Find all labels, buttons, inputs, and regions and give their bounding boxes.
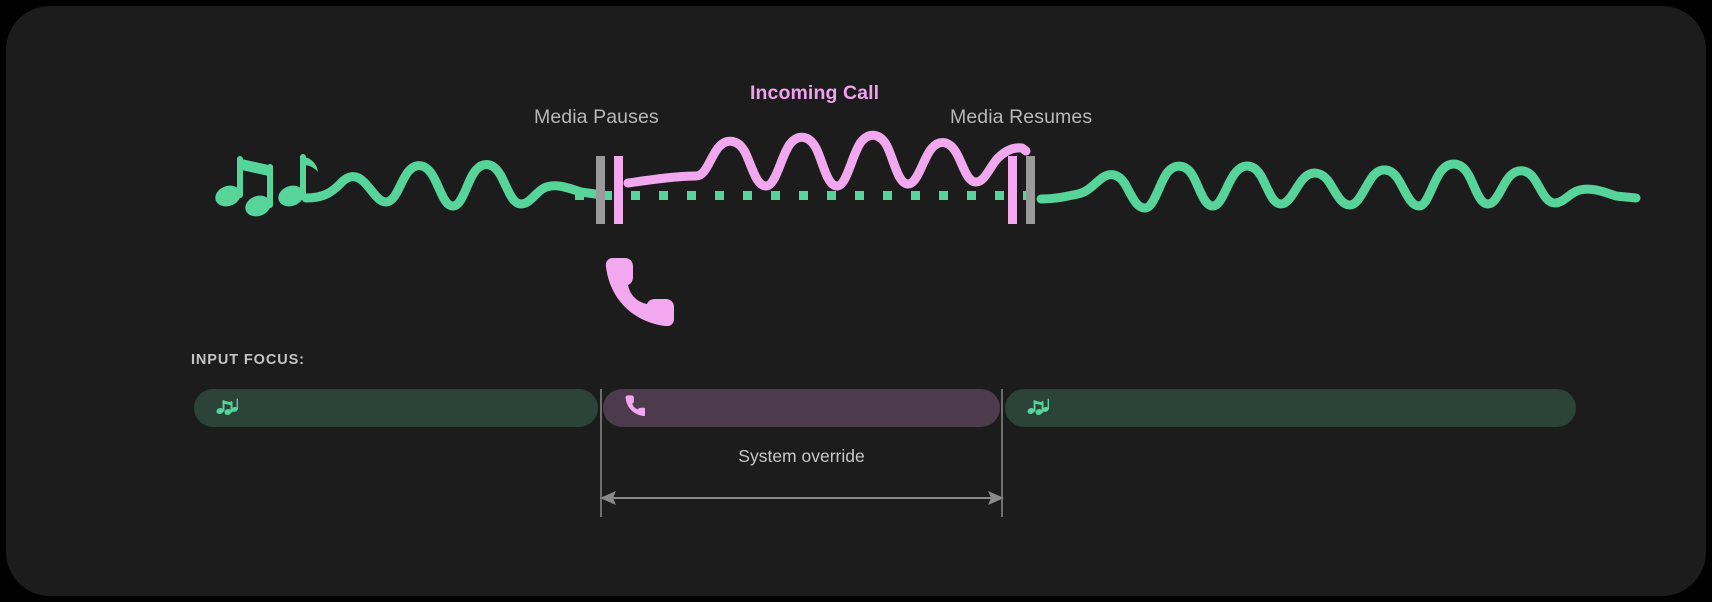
music-notes-icon	[1027, 396, 1050, 420]
call-waveform	[623, 130, 1031, 191]
focus-bar-media-left[interactable]	[194, 389, 598, 427]
media-resumes-label: Media Resumes	[950, 106, 1093, 128]
incoming-call-label: Incoming Call	[750, 82, 880, 104]
media-suspended-dotted-line	[575, 191, 1032, 200]
pause-bar-pink	[614, 156, 623, 224]
system-override-label: System override	[738, 446, 865, 466]
phone-handset-icon	[605, 258, 674, 326]
phone-handset-icon	[625, 395, 647, 421]
double-headed-arrow-icon	[600, 491, 1004, 505]
waveform-timeline: Media Pauses Incoming Call Media Resumes	[6, 6, 1706, 326]
resume-bar-gray	[1026, 156, 1035, 224]
resume-bar-pink	[1008, 156, 1017, 224]
override-guide-line-left	[600, 389, 602, 517]
media-waveform-before	[301, 160, 607, 211]
timeline-graphic	[215, 130, 1641, 326]
music-notes-icon	[215, 154, 318, 217]
focus-bar-call[interactable]	[603, 389, 1000, 427]
media-waveform-after	[1036, 159, 1641, 213]
diagram-panel: Media Pauses Incoming Call Media Resumes…	[6, 6, 1706, 596]
focus-bar-media-right[interactable]	[1005, 389, 1576, 427]
input-focus-section: INPUT FOCUS:	[6, 326, 1706, 596]
override-guide-line-right	[1001, 389, 1003, 517]
music-notes-icon	[216, 396, 239, 420]
pause-bar-gray	[596, 156, 605, 224]
media-pauses-label: Media Pauses	[534, 106, 659, 128]
input-focus-heading: INPUT FOCUS:	[191, 352, 305, 368]
